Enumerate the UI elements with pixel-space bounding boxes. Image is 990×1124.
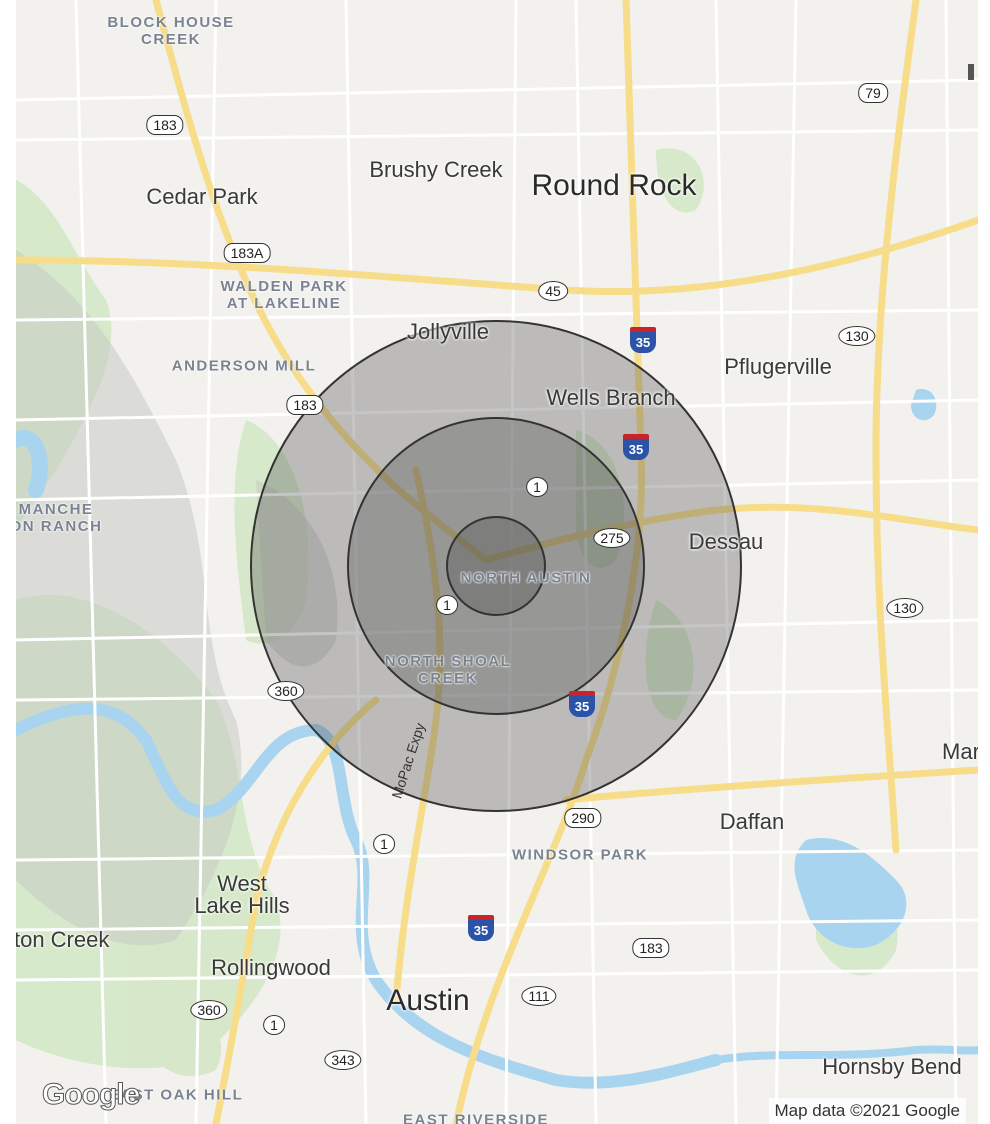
radius-rings xyxy=(250,320,742,812)
route-shield-sh-275: 275 xyxy=(593,528,631,548)
lakes xyxy=(794,389,937,949)
route-shield-us-290: 290 xyxy=(564,808,602,828)
route-shield-sh-130-n: 130 xyxy=(838,326,876,346)
neighborhood-windsor-park: WINDSOR PARK xyxy=(511,846,649,864)
route-shield-loop-360-s: 360 xyxy=(190,1000,228,1020)
route-shield-loop-360-n: 360 xyxy=(267,681,305,701)
basemap xyxy=(16,0,978,1124)
city-pflugerville: Pflugerville xyxy=(724,354,832,379)
neighborhood-anderson-mill: ANDERSON MILL xyxy=(171,357,317,375)
neighborhood-east-riverside: EAST RIVERSIDE xyxy=(402,1111,550,1124)
google-logo[interactable]: Google xyxy=(41,1078,140,1112)
interstate-shield-i35-b: 35 xyxy=(623,434,649,460)
map-control-edge[interactable] xyxy=(968,64,974,80)
route-shield-loop-1-n: 1 xyxy=(526,477,548,497)
water-features xyxy=(16,430,978,1089)
neighborhood-east-oak-hill: EAST OAK HILL xyxy=(108,1086,244,1104)
radius-ring-3 xyxy=(446,516,546,616)
road-grid xyxy=(16,0,978,1124)
city-austin: Austin xyxy=(386,984,470,1017)
terrain-shading xyxy=(16,250,338,946)
route-shield-us-79: 79 xyxy=(858,83,888,103)
radius-ring-2 xyxy=(347,417,645,715)
route-shield-loop-1-s: 1 xyxy=(373,834,395,854)
map-attribution[interactable]: Map data ©2021 Google xyxy=(768,1098,966,1124)
radius-ring-1 xyxy=(250,320,742,812)
city-brushy-creek: Brushy Creek xyxy=(369,157,503,182)
route-shield-fm-111: 111 xyxy=(521,986,557,1006)
city-round-rock: Round Rock xyxy=(531,169,697,202)
route-shield-sh-130-s: 130 xyxy=(886,598,924,618)
route-shield-us-183-mid: 183 xyxy=(286,395,324,415)
route-shield-us-183-s: 183 xyxy=(632,938,670,958)
city-cedar-park: Cedar Park xyxy=(146,184,258,209)
city-hornsby-bend: Hornsby Bend xyxy=(822,1054,962,1079)
route-shield-183a: 183A xyxy=(223,243,271,263)
neighborhood-north-austin: NORTH AUSTIN xyxy=(460,569,592,587)
route-shield-fm-343: 343 xyxy=(324,1050,362,1070)
route-shield-loop-1-mid: 1 xyxy=(436,595,458,615)
city-rollingwood: Rollingwood xyxy=(211,955,331,980)
city-dessau: Dessau xyxy=(688,529,764,554)
interstate-shield-i35-a: 35 xyxy=(630,327,656,353)
interstate-shield-i35-c: 35 xyxy=(569,691,595,717)
interstate-shield-i35-d: 35 xyxy=(468,915,494,941)
city-jollyville: Jollyville xyxy=(407,319,489,344)
city-barton-creek: rton Creek xyxy=(16,927,110,952)
city-manor: Mar xyxy=(942,739,978,764)
city-daffan: Daffan xyxy=(719,809,785,834)
route-shield-sh-45: 45 xyxy=(538,281,568,301)
route-shield-loop-1-sw: 1 xyxy=(263,1015,285,1035)
city-wells-branch: Wells Branch xyxy=(546,385,676,410)
route-shield-us-183-nw: 183 xyxy=(146,115,184,135)
